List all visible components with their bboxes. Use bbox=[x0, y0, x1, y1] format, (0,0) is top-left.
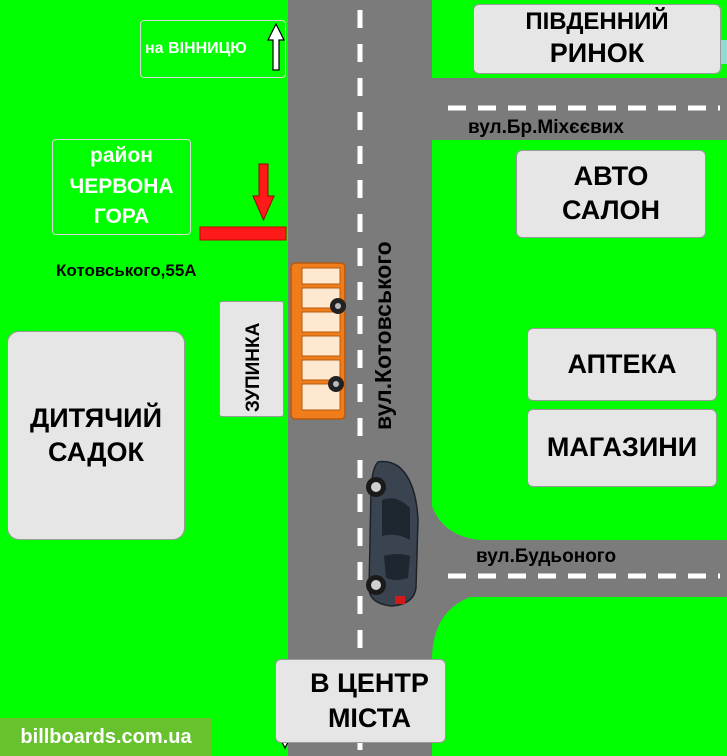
arrow-up-icon bbox=[267, 22, 285, 71]
bus-stop-text: ЗУПИНКА bbox=[243, 322, 264, 412]
district-line-2: ЧЕРВОНА bbox=[69, 174, 174, 198]
bus-stop-sign: ЗУПИНКА bbox=[219, 301, 284, 417]
district-line-1: район bbox=[90, 144, 153, 168]
car-icon bbox=[366, 460, 419, 607]
address-label: Котовського,55А bbox=[56, 261, 197, 280]
district-sign: район ЧЕРВОНА ГОРА bbox=[52, 139, 191, 235]
red-arrow-icon bbox=[252, 163, 275, 222]
street-label-budyonoho: вул.Будьоного bbox=[476, 546, 617, 567]
site-footer[interactable]: billboards.com.ua bbox=[0, 718, 212, 756]
kindergarten-box: ДИТЯЧИЙ САДОК bbox=[7, 331, 185, 540]
car-dealer-line-1: АВТО bbox=[573, 161, 649, 192]
road-budyonoho bbox=[430, 500, 727, 660]
street-label-mikheievykh: вул.Бр.Міхєєвих bbox=[468, 117, 624, 138]
kindergarten-line-1: ДИТЯЧИЙ bbox=[30, 402, 162, 433]
sign-to-vinnytsia-text: на ВІННИЦЮ bbox=[145, 40, 247, 57]
street-label-main: вул.Котовського bbox=[370, 241, 396, 430]
pharmacy-box: АПТЕКА bbox=[527, 328, 717, 401]
footer-text[interactable]: billboards.com.ua bbox=[20, 725, 192, 748]
market-line-1: ПІВДЕННИЙ bbox=[525, 8, 669, 36]
district-line-3: ГОРА bbox=[93, 205, 150, 229]
sign-to-vinnytsia: на ВІННИЦЮ bbox=[140, 20, 286, 78]
car-dealer-line-2: САЛОН bbox=[561, 195, 661, 225]
shops-text: МАГАЗИНИ bbox=[546, 432, 698, 463]
billboard-marker bbox=[199, 226, 287, 241]
car-dealer-box: АВТО САЛОН bbox=[516, 150, 706, 238]
bus-icon bbox=[290, 262, 346, 420]
kindergarten-line-2: САДОК bbox=[47, 436, 145, 467]
to-center-line-1: В ЦЕНТР bbox=[310, 667, 429, 698]
pharmacy-text: АПТЕКА bbox=[567, 348, 677, 379]
shops-box: МАГАЗИНИ bbox=[527, 409, 717, 487]
market-line-2: РИНОК bbox=[549, 38, 645, 69]
to-center-line-2: МІСТА bbox=[327, 703, 412, 733]
market-box: ПІВДЕННИЙ РИНОК bbox=[473, 4, 721, 74]
to-center-sign: В ЦЕНТР МІСТА bbox=[275, 659, 446, 743]
